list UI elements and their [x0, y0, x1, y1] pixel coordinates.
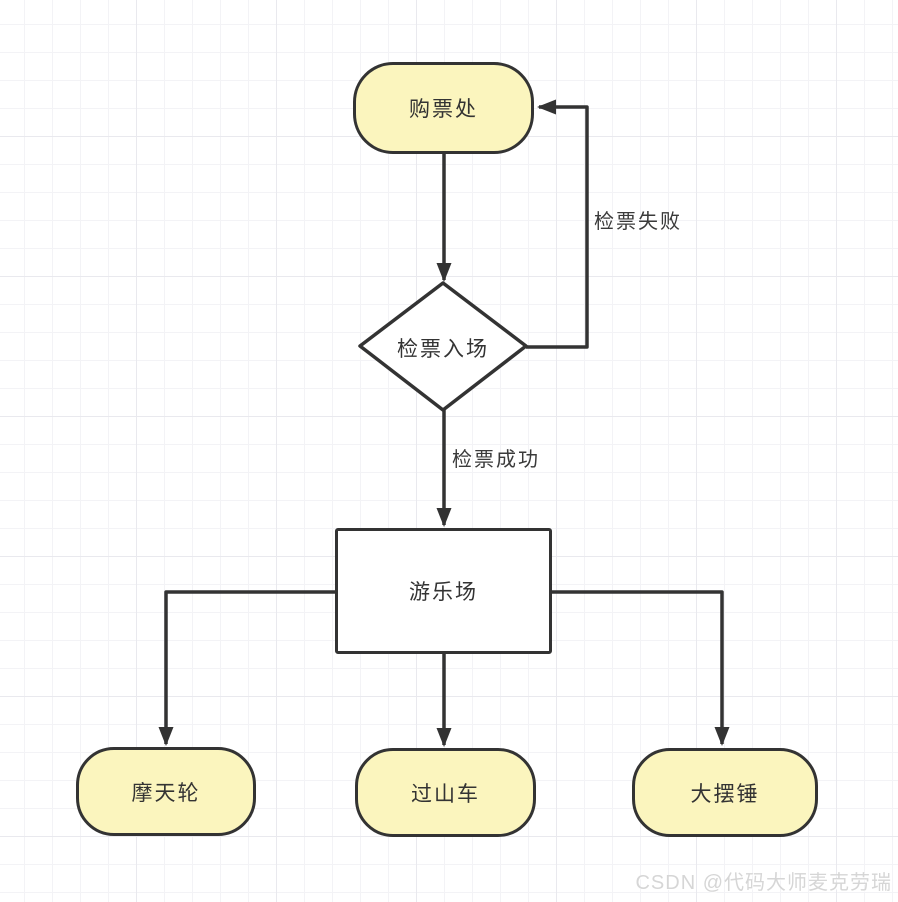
- edge-playground-to-ferris: [158, 590, 335, 746]
- node-ferris-wheel-label: 摩天轮: [131, 781, 201, 805]
- node-giant-pendulum: 大摆锤: [632, 748, 818, 837]
- node-roller-coaster-label: 过山车: [411, 782, 480, 806]
- node-roller-coaster: 过山车: [355, 748, 536, 837]
- edge-playground-to-pendulum: [551, 590, 730, 746]
- edge-label-check-success: 检票成功: [452, 449, 540, 471]
- node-ticket-office-label: 购票处: [409, 98, 478, 121]
- node-playground-label: 游乐场: [409, 581, 478, 604]
- node-giant-pendulum-label: 大摆锤: [690, 782, 760, 806]
- node-playground: 游乐场: [335, 528, 552, 654]
- node-ticket-office: 购票处: [353, 62, 534, 154]
- edge-label-check-fail: 检票失败: [594, 211, 682, 233]
- node-ticket-check-label: 检票入场: [397, 338, 489, 361]
- csdn-watermark: CSDN @代码大师麦克劳瑞: [635, 872, 892, 894]
- edge-check-fail-loop: [526, 99, 589, 349]
- node-ferris-wheel: 摩天轮: [76, 747, 256, 836]
- decision-diamond-shape: [358, 281, 528, 412]
